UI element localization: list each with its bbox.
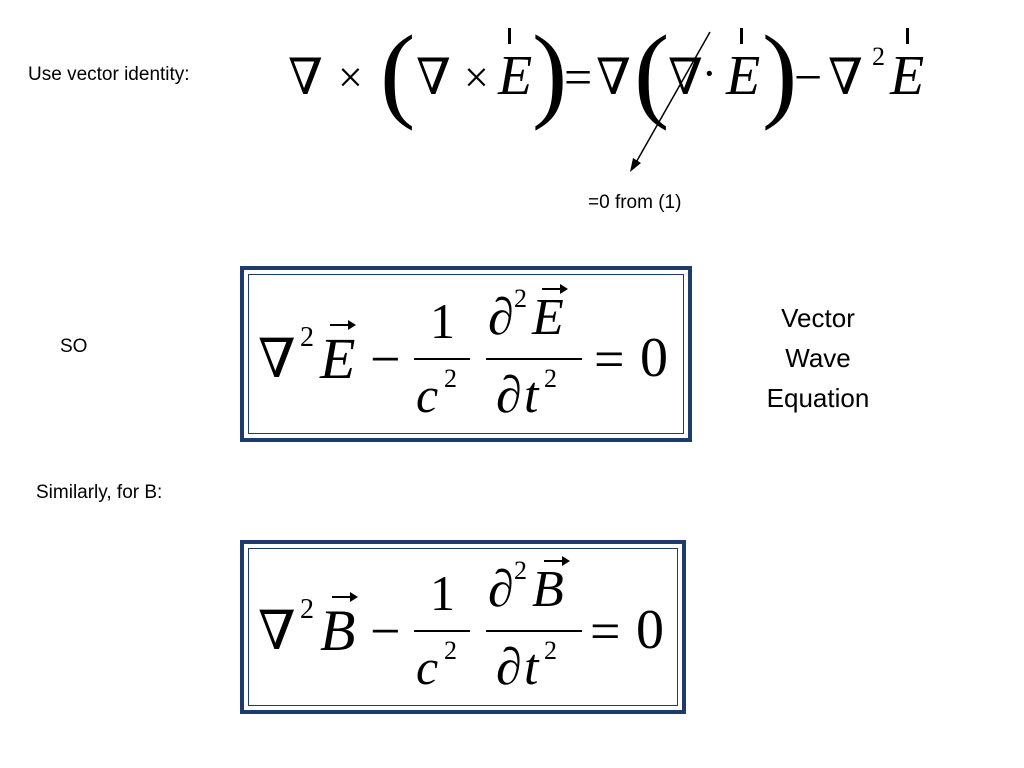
cross-symbol: × xyxy=(338,53,363,102)
cross-symbol: × xyxy=(464,53,489,102)
field-b: B xyxy=(532,561,564,618)
nabla-symbol: ∇ xyxy=(258,601,296,661)
vector-arrow-icon xyxy=(542,284,568,294)
nabla-symbol: ∇ xyxy=(596,49,631,105)
partial-symbol: ∂ xyxy=(496,639,522,696)
fraction-bar xyxy=(486,630,582,632)
fraction-numerator-one: 1 xyxy=(430,293,455,349)
minus-symbol: − xyxy=(370,329,401,389)
right-paren: ) xyxy=(762,14,798,131)
field-e: E xyxy=(890,45,925,107)
fraction-bar xyxy=(486,358,582,360)
right-paren: ) xyxy=(532,14,568,131)
equals-symbol: = xyxy=(564,49,593,105)
zero-from-note: =0 from (1) xyxy=(588,192,682,213)
squared-exponent: 2 xyxy=(300,322,314,353)
left-paren: ( xyxy=(634,14,670,131)
squared-exponent: 2 xyxy=(444,364,457,393)
nabla-symbol: ∇ xyxy=(288,49,323,105)
similarly-label: Similarly, for B: xyxy=(36,482,163,503)
vector-identity-equation: ∇ × ( ∇ × E ) = ∇ ( ∇ · E ) − ∇ 2 E xyxy=(288,18,948,148)
vector-arrow-icon xyxy=(330,320,356,330)
vector-arrow-icon xyxy=(332,592,358,602)
left-paren: ( xyxy=(380,14,416,131)
field-b: B xyxy=(320,598,356,663)
caption-line-wave: Wave xyxy=(785,343,851,373)
squared-exponent: 2 xyxy=(514,556,527,585)
partial-symbol: ∂ xyxy=(488,561,514,618)
squared-exponent: 2 xyxy=(444,636,457,665)
vector-arrow-icon xyxy=(544,556,570,566)
speed-of-light-c: c xyxy=(416,367,439,423)
vector-wave-equation-caption: Vector Wave Equation xyxy=(756,298,880,418)
squared-exponent: 2 xyxy=(300,594,314,625)
nabla-symbol: ∇ xyxy=(258,329,296,389)
divergence-arrow xyxy=(630,31,711,172)
time-t: t xyxy=(524,639,539,696)
dot-symbol: · xyxy=(702,49,717,98)
so-label: SO xyxy=(60,336,88,357)
equals-symbol: = xyxy=(590,601,621,661)
field-e: E xyxy=(498,45,533,107)
fraction-bar xyxy=(414,358,470,360)
e-wave-equation-box: ∇ 2 E − 1 c 2 ∂ 2 E ∂ t 2 = 0 xyxy=(240,266,692,442)
minus-symbol: − xyxy=(370,601,401,661)
field-e: E xyxy=(532,289,564,346)
caption-line-equation: Equation xyxy=(766,383,870,413)
partial-symbol: ∂ xyxy=(496,367,522,424)
vector-tick-mark xyxy=(508,28,511,44)
fraction-bar xyxy=(414,630,470,632)
field-e: E xyxy=(320,326,356,391)
squared-exponent: 2 xyxy=(872,42,885,71)
minus-symbol: − xyxy=(794,49,823,105)
vector-tick-mark xyxy=(906,28,909,44)
nabla-symbol: ∇ xyxy=(668,49,703,105)
equals-symbol: = xyxy=(594,329,625,389)
nabla-symbol: ∇ xyxy=(416,49,451,105)
partial-symbol: ∂ xyxy=(488,289,514,346)
b-wave-equation-box: ∇ 2 B − 1 c 2 ∂ 2 B ∂ t 2 = 0 xyxy=(240,540,686,714)
squared-exponent: 2 xyxy=(544,364,557,393)
speed-of-light-c: c xyxy=(416,639,439,695)
field-e: E xyxy=(726,45,761,107)
caption-line-vector: Vector xyxy=(781,303,855,333)
zero-digit: 0 xyxy=(640,327,668,389)
zero-digit: 0 xyxy=(636,599,664,661)
use-vector-identity-label: Use vector identity: xyxy=(28,64,190,85)
nabla-symbol: ∇ xyxy=(828,49,863,105)
squared-exponent: 2 xyxy=(544,636,557,665)
time-t: t xyxy=(524,367,539,424)
squared-exponent: 2 xyxy=(514,284,527,313)
vector-tick-mark xyxy=(740,28,743,44)
fraction-numerator-one: 1 xyxy=(430,565,455,621)
